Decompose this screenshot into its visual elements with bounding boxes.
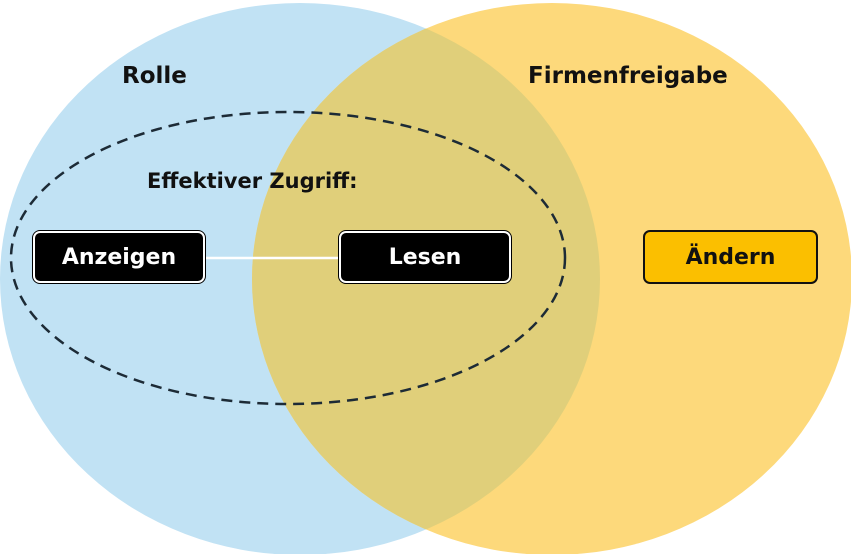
set-label-company-share: Firmenfreigabe bbox=[528, 63, 728, 89]
effective-access-outline bbox=[9, 110, 567, 406]
set-label-role: Rolle bbox=[122, 63, 187, 89]
permission-chip-edit: Ändern bbox=[643, 230, 818, 284]
permission-chip-view: Anzeigen bbox=[33, 231, 205, 283]
effective-access-label: Effektiver Zugriff: bbox=[147, 169, 358, 193]
permission-chip-read: Lesen bbox=[339, 231, 511, 283]
overlap-region bbox=[252, 3, 600, 554]
